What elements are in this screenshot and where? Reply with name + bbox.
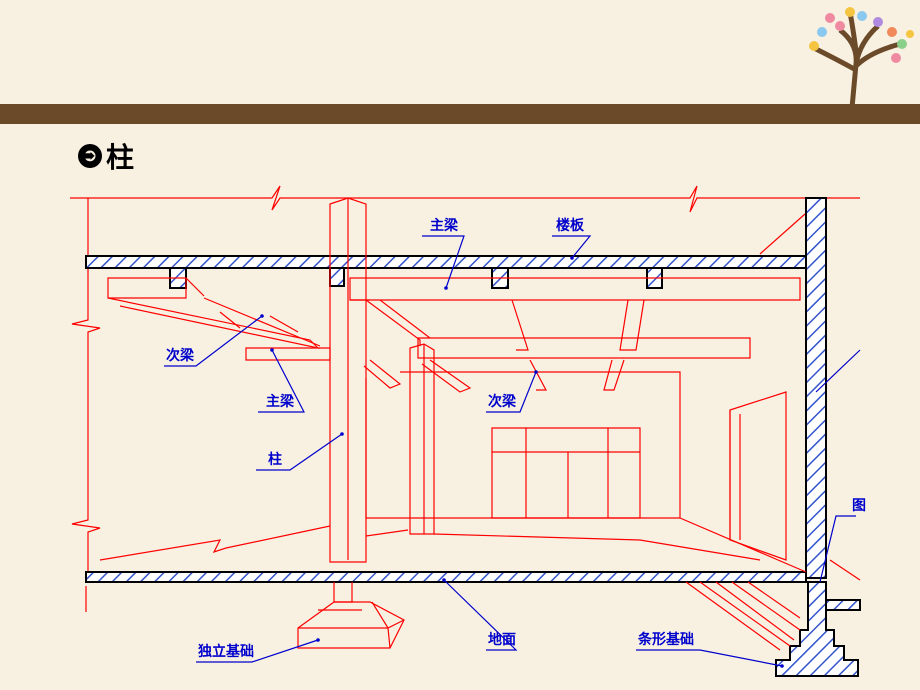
- tree-logo-icon: [809, 7, 914, 108]
- title-text: 柱: [106, 141, 135, 174]
- label-isolated-foundation: 独立基础: [198, 643, 254, 660]
- label-column: 柱: [268, 451, 282, 468]
- ground-slab-right: [825, 599, 861, 611]
- header-band: [0, 104, 920, 124]
- label-secondary-beam-left: 次梁: [166, 347, 195, 364]
- label-right-partial: 图: [852, 498, 866, 514]
- label-floor-slab: 楼板: [556, 217, 585, 234]
- label-main-beam-left: 主梁: [266, 393, 295, 410]
- break-lines: [70, 185, 860, 612]
- leader-dots: [260, 256, 784, 668]
- ground-slab: [85, 571, 807, 583]
- label-main-beam-top: 主梁: [430, 217, 459, 234]
- page-title: ➲ 柱: [78, 136, 134, 176]
- label-secondary-beam-mid: 次梁: [488, 393, 517, 410]
- right-wall: [805, 197, 827, 579]
- frame-lines: [99, 197, 861, 651]
- leader-lines: [164, 235, 861, 667]
- arrow-bullet-icon: ➲: [78, 144, 102, 168]
- label-strip-foundation: 条形基础: [637, 631, 694, 648]
- floor-slab: [85, 255, 817, 269]
- strip-foundation: [775, 581, 859, 677]
- label-ground: 地面: [488, 631, 516, 648]
